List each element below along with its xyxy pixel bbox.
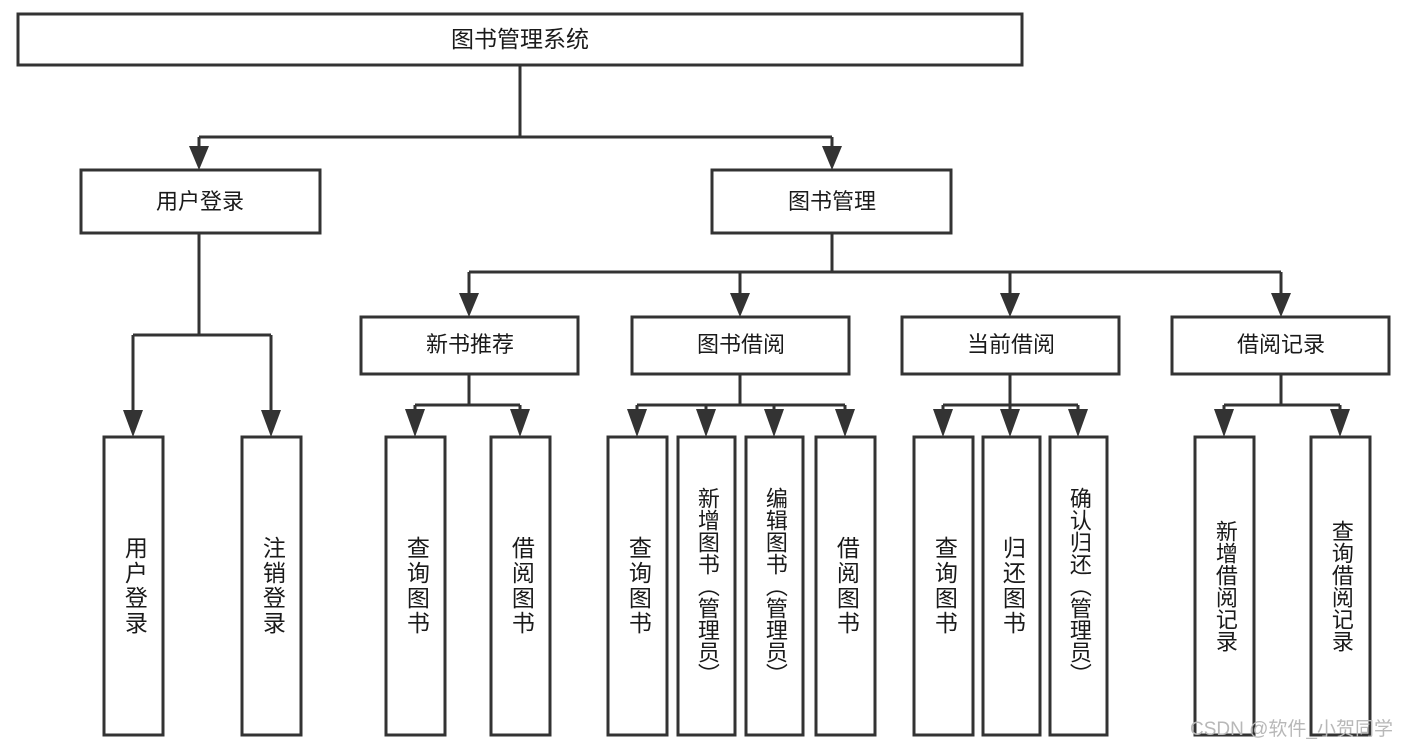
node-current-borrow[interactable] [900, 315, 1121, 376]
node-borrow-record-label: 借阅记录 [1237, 332, 1325, 357]
node-book-borrow-label: 图书借阅 [697, 332, 785, 357]
node-user-login-label: 用户登录 [156, 189, 244, 214]
arrowhead-leaf-return-book [1000, 409, 1020, 437]
node-user-login[interactable] [79, 168, 322, 235]
arrowhead-borrow-record [1271, 293, 1291, 317]
arrowhead-leaf-query-book-1 [405, 409, 425, 437]
node-leaf-query-book-3[interactable] [912, 435, 975, 737]
node-borrow-record[interactable] [1170, 315, 1391, 376]
arrowhead-leaf-confirm-return-admin [1068, 409, 1088, 437]
node-root[interactable] [16, 12, 1024, 67]
arrowhead-leaf-edit-book-admin [764, 409, 784, 437]
arrowhead-leaf-user-login [123, 410, 143, 437]
node-book-manage[interactable] [710, 168, 953, 235]
node-new-book-recommend-label: 新书推荐 [426, 332, 514, 357]
node-leaf-query-book-2[interactable] [606, 435, 669, 737]
arrowhead-leaf-query-borrow-record [1330, 409, 1350, 437]
node-leaf-borrow-book-1[interactable] [489, 435, 552, 737]
node-current-borrow-label: 当前借阅 [967, 332, 1055, 357]
node-leaf-add-book-admin[interactable] [676, 435, 737, 737]
arrowhead-leaf-borrow-book-1 [510, 409, 530, 437]
node-book-borrow[interactable] [630, 315, 851, 376]
node-leaf-logout-login[interactable] [240, 435, 303, 737]
arrowhead-leaf-query-book-3 [933, 409, 953, 437]
node-leaf-add-borrow-record[interactable] [1193, 435, 1256, 737]
connector-layer [123, 65, 1350, 437]
node-leaf-borrow-book-2[interactable] [814, 435, 877, 737]
arrowhead-leaf-logout-login [261, 410, 281, 437]
node-root-label: 图书管理系统 [451, 26, 589, 52]
arrowhead-user-login [189, 146, 209, 170]
arrowhead-book-borrow [730, 293, 750, 317]
arrowhead-leaf-add-book-admin [696, 409, 716, 437]
arrowhead-leaf-add-borrow-record [1214, 409, 1234, 437]
node-leaf-query-book-1[interactable] [384, 435, 447, 737]
arrowhead-leaf-borrow-book-2 [835, 409, 855, 437]
arrowhead-leaf-query-book-2 [627, 409, 647, 437]
node-leaf-confirm-return-admin[interactable] [1048, 435, 1109, 737]
arrowhead-current-borrow [1000, 293, 1020, 317]
arrowhead-book-manage [822, 146, 842, 170]
node-leaf-query-borrow-record[interactable] [1309, 435, 1372, 737]
node-leaf-user-login[interactable] [102, 435, 165, 737]
node-leaf-return-book[interactable] [981, 435, 1042, 737]
node-layer: 图书管理系统 用户登录 图书管理 新书推荐 图书借阅 当前借阅 借阅记录 [16, 12, 1391, 737]
node-new-book-recommend[interactable] [359, 315, 580, 376]
node-book-manage-label: 图书管理 [788, 189, 876, 214]
node-leaf-edit-book-admin[interactable] [744, 435, 805, 737]
arrowhead-new-book-recommend [459, 293, 479, 317]
